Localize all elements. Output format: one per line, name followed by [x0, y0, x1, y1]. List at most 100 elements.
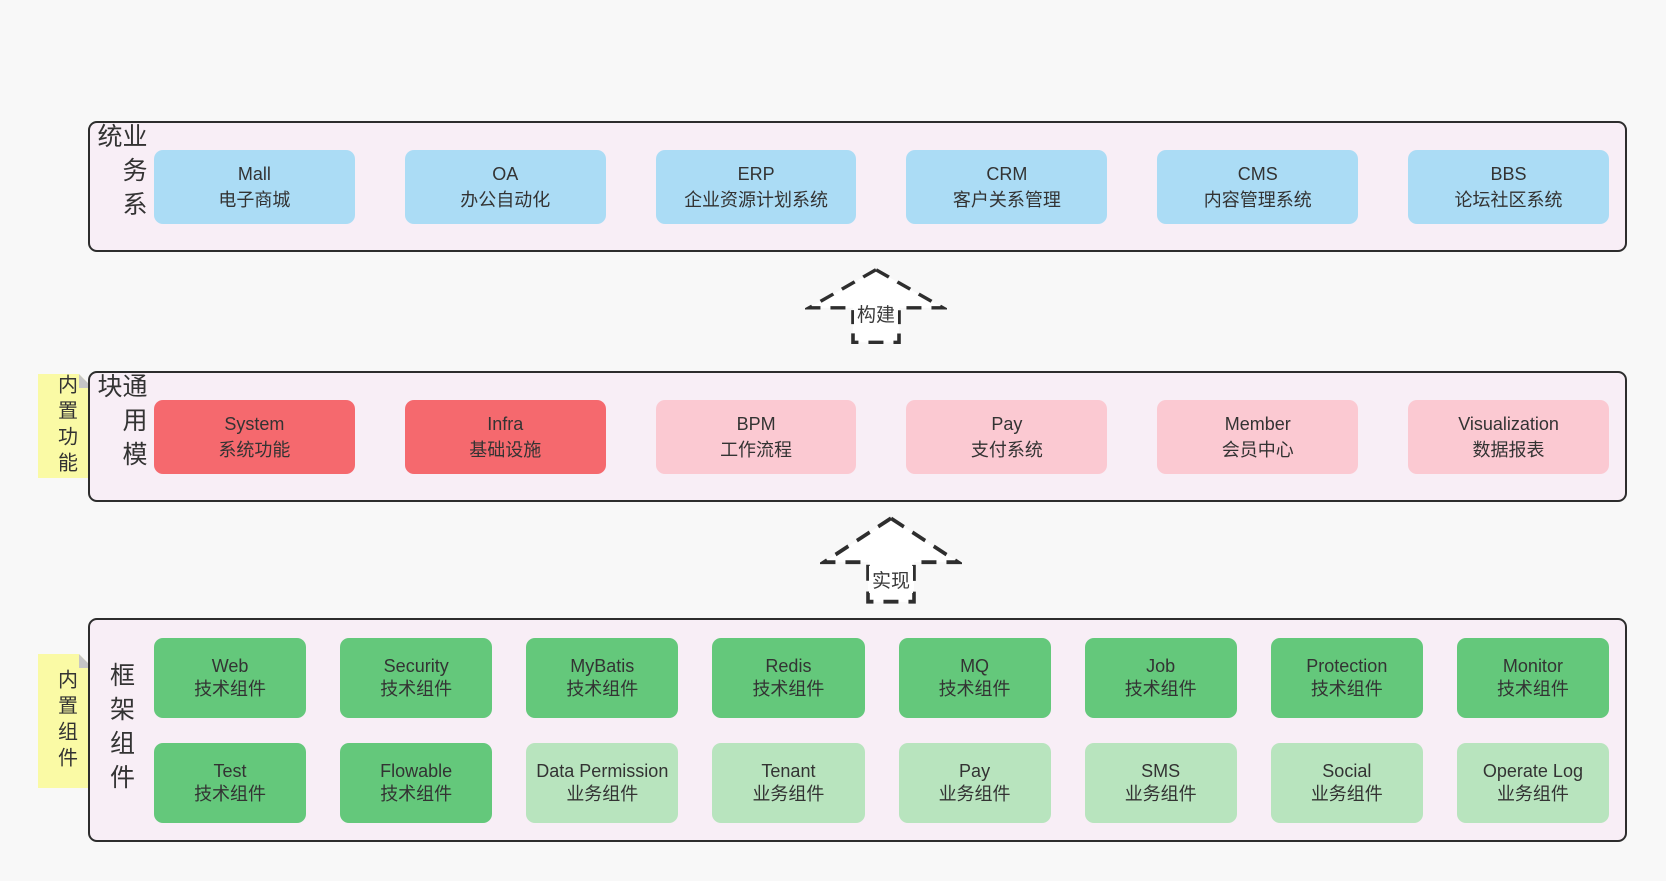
- node-subtitle: 企业资源计划系统: [684, 189, 829, 210]
- node-subtitle: 电子商城: [218, 189, 291, 210]
- node-subtitle: 业务组件: [566, 783, 639, 804]
- node-subtitle: 技术组件: [1310, 678, 1383, 699]
- node-title: CMS: [1237, 163, 1278, 184]
- node-visualization: Visualization 数据报表: [1408, 399, 1609, 474]
- node-title: Data Permission: [536, 760, 669, 781]
- node-subtitle: 数据报表: [1472, 439, 1545, 460]
- node-title: Mall: [237, 163, 271, 184]
- box-row: Mall 电子商城 OA 办公自动化 ERP 企业资源计划系统 CRM 客户关系…: [150, 123, 1625, 250]
- node-subtitle: 办公自动化: [460, 189, 551, 210]
- band-title: 通用模块: [94, 373, 147, 475]
- node-subtitle: 会员中心: [1221, 439, 1294, 460]
- node-title: Tenant: [761, 760, 816, 781]
- node-title: ERP: [737, 163, 775, 184]
- node-crm: CRM 客户关系管理: [906, 149, 1108, 224]
- node-erp: ERP 企业资源计划系统: [655, 149, 857, 224]
- node-title: Web: [211, 655, 249, 676]
- node-title: System: [224, 413, 285, 434]
- node-tenant: Tenant 业务组件: [712, 742, 865, 823]
- node-title: Operate Log: [1482, 760, 1583, 781]
- node-title: CRM: [986, 163, 1028, 184]
- band-title: 业务系统: [94, 123, 147, 225]
- node-subtitle: 业务组件: [938, 783, 1011, 804]
- node-bpm: BPM 工作流程: [655, 399, 857, 474]
- node-member: Member 会员中心: [1157, 399, 1359, 474]
- node-subtitle: 业务组件: [752, 783, 825, 804]
- box-row: Web 技术组件 Security 技术组件 MyBatis 技术组件 Redi…: [154, 637, 1609, 718]
- node-subtitle: 业务组件: [1496, 783, 1569, 804]
- node-cms: CMS 内容管理系统: [1157, 149, 1359, 224]
- up-arrow-icon: [820, 516, 962, 604]
- node-subtitle: 业务组件: [1124, 783, 1197, 804]
- node-title: Visualization: [1458, 413, 1559, 434]
- node-subtitle: 技术组件: [194, 783, 267, 804]
- node-subtitle: 论坛社区系统: [1454, 189, 1563, 210]
- node-title: Security: [383, 655, 449, 676]
- node-title: Pay: [959, 760, 991, 781]
- box-grid: Web 技术组件 Security 技术组件 MyBatis 技术组件 Redi…: [150, 620, 1625, 840]
- node-subtitle: 技术组件: [938, 678, 1011, 699]
- band-label: 框架组件: [90, 620, 150, 840]
- node-subtitle: 业务组件: [1310, 783, 1383, 804]
- node-system: System 系统功能: [154, 399, 355, 474]
- node-subtitle: 技术组件: [380, 678, 453, 699]
- band-business-systems: 业务系统 Mall 电子商城 OA 办公自动化 ERP 企业资源计划系统 CRM…: [88, 121, 1627, 252]
- node-title: Monitor: [1502, 655, 1563, 676]
- node-title: Pay: [991, 413, 1023, 434]
- node-title: Member: [1224, 413, 1291, 434]
- node-title: Social: [1322, 760, 1372, 781]
- arrow-label: 实现: [868, 566, 914, 593]
- dashed-up-arrow-build: 构建: [805, 266, 947, 346]
- node-subtitle: 技术组件: [1124, 678, 1197, 699]
- node-subtitle: 客户关系管理: [952, 189, 1061, 210]
- node-title: MyBatis: [570, 655, 635, 676]
- node-title: Test: [213, 760, 247, 781]
- node-redis: Redis 技术组件: [712, 637, 865, 718]
- node-data-permission: Data Permission 业务组件: [526, 742, 679, 823]
- band-title: 框架组件: [106, 662, 135, 798]
- node-subtitle: 基础设施: [469, 439, 542, 460]
- node-title: SMS: [1141, 760, 1181, 781]
- node-infra: Infra 基础设施: [404, 399, 606, 474]
- node-title: Infra: [487, 413, 524, 434]
- sticky-label: 内置组件: [54, 669, 77, 773]
- node-operate-log: Operate Log 业务组件: [1456, 742, 1609, 823]
- node-title: Protection: [1306, 655, 1388, 676]
- node-pay-component: Pay 业务组件: [898, 742, 1051, 823]
- node-title: Redis: [765, 655, 812, 676]
- node-title: BPM: [736, 413, 776, 434]
- node-title: Flowable: [380, 760, 453, 781]
- node-subtitle: 支付系统: [970, 439, 1043, 460]
- band-label: 业务系统: [90, 123, 150, 250]
- node-job: Job 技术组件: [1084, 637, 1237, 718]
- box-row: Test 技术组件 Flowable 技术组件 Data Permission …: [154, 742, 1609, 823]
- node-subtitle: 内容管理系统: [1203, 189, 1312, 210]
- node-bbs: BBS 论坛社区系统: [1408, 149, 1609, 224]
- node-subtitle: 技术组件: [194, 678, 267, 699]
- band-common-modules: 通用模块 System 系统功能 Infra 基础设施 BPM 工作流程 Pay…: [88, 371, 1627, 502]
- sticky-note-built-in-components: 内置组件: [38, 654, 93, 788]
- sticky-label: 内置功能: [54, 374, 77, 478]
- node-title: MQ: [960, 655, 990, 676]
- band-framework-components: 框架组件 Web 技术组件 Security 技术组件 MyBatis 技术组件…: [88, 618, 1627, 842]
- band-label: 通用模块: [90, 373, 150, 500]
- node-sms: SMS 业务组件: [1084, 742, 1237, 823]
- node-social: Social 业务组件: [1270, 742, 1423, 823]
- node-mall: Mall 电子商城: [154, 149, 355, 224]
- node-subtitle: 技术组件: [1496, 678, 1569, 699]
- node-subtitle: 工作流程: [720, 439, 793, 460]
- node-web: Web 技术组件: [154, 637, 307, 718]
- node-subtitle: 系统功能: [218, 439, 291, 460]
- node-subtitle: 技术组件: [752, 678, 825, 699]
- node-protection: Protection 技术组件: [1270, 637, 1423, 718]
- node-subtitle: 技术组件: [380, 783, 453, 804]
- node-monitor: Monitor 技术组件: [1456, 637, 1609, 718]
- node-flowable: Flowable 技术组件: [340, 742, 493, 823]
- node-test: Test 技术组件: [154, 742, 307, 823]
- node-oa: OA 办公自动化: [404, 149, 606, 224]
- node-title: BBS: [1490, 163, 1527, 184]
- node-mybatis: MyBatis 技术组件: [526, 637, 679, 718]
- node-mq: MQ 技术组件: [898, 637, 1051, 718]
- arrow-label: 构建: [853, 300, 899, 327]
